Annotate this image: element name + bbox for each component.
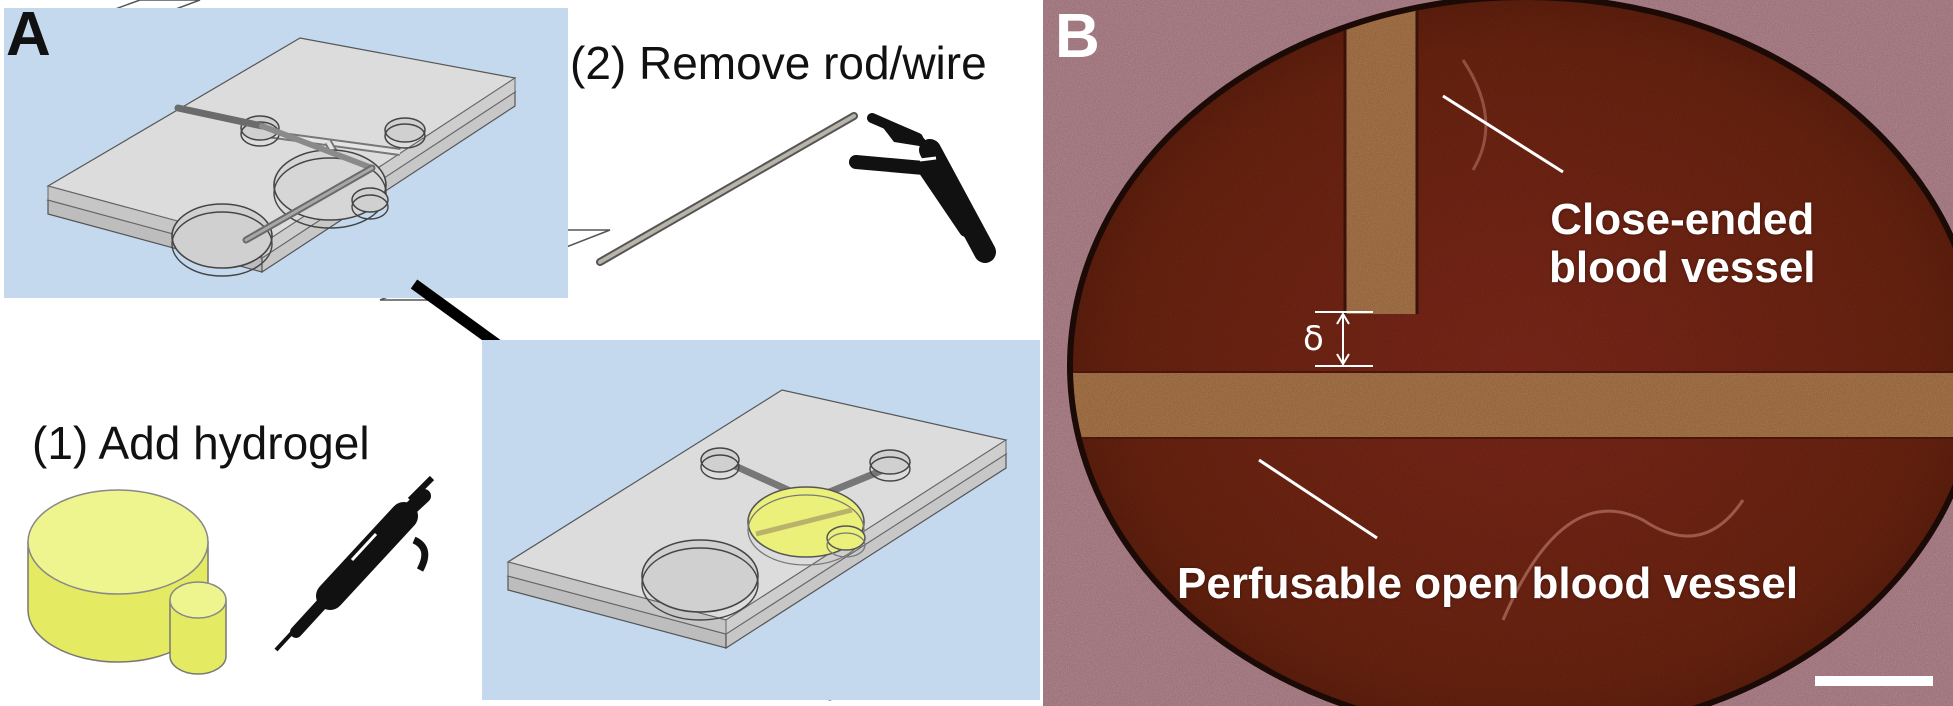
panel-a: A (2) Remove rod/wire (1) Add hydrogel	[4, 0, 1040, 701]
scale-bar	[1815, 676, 1933, 686]
gap-indicator	[1315, 311, 1373, 367]
tweezers-icon	[849, 113, 996, 263]
device-after	[506, 389, 1008, 650]
step-1-label: (1) Add hydrogel	[32, 417, 370, 469]
hydrogel-shape	[27, 489, 227, 675]
step-2-label: (2) Remove rod/wire	[570, 37, 987, 89]
pipette-icon	[274, 475, 435, 652]
panel-b-micrograph: B Close-ended blood vessel Perfusable op…	[1043, 0, 1953, 706]
label-open-vessel: Perfusable open blood vessel	[1177, 559, 1799, 608]
micrograph-image	[1043, 0, 1953, 706]
label-close-ended: Close-ended blood vessel	[1549, 195, 1816, 293]
panel-b-letter: B	[1055, 2, 1100, 71]
pointer-open	[1258, 458, 1378, 540]
panel-a-letter: A	[6, 0, 51, 69]
label-delta: δ	[1303, 319, 1324, 359]
pointer-close-ended	[1442, 94, 1564, 174]
device-before	[46, 37, 517, 277]
panel-a-illustration	[4, 0, 1040, 701]
